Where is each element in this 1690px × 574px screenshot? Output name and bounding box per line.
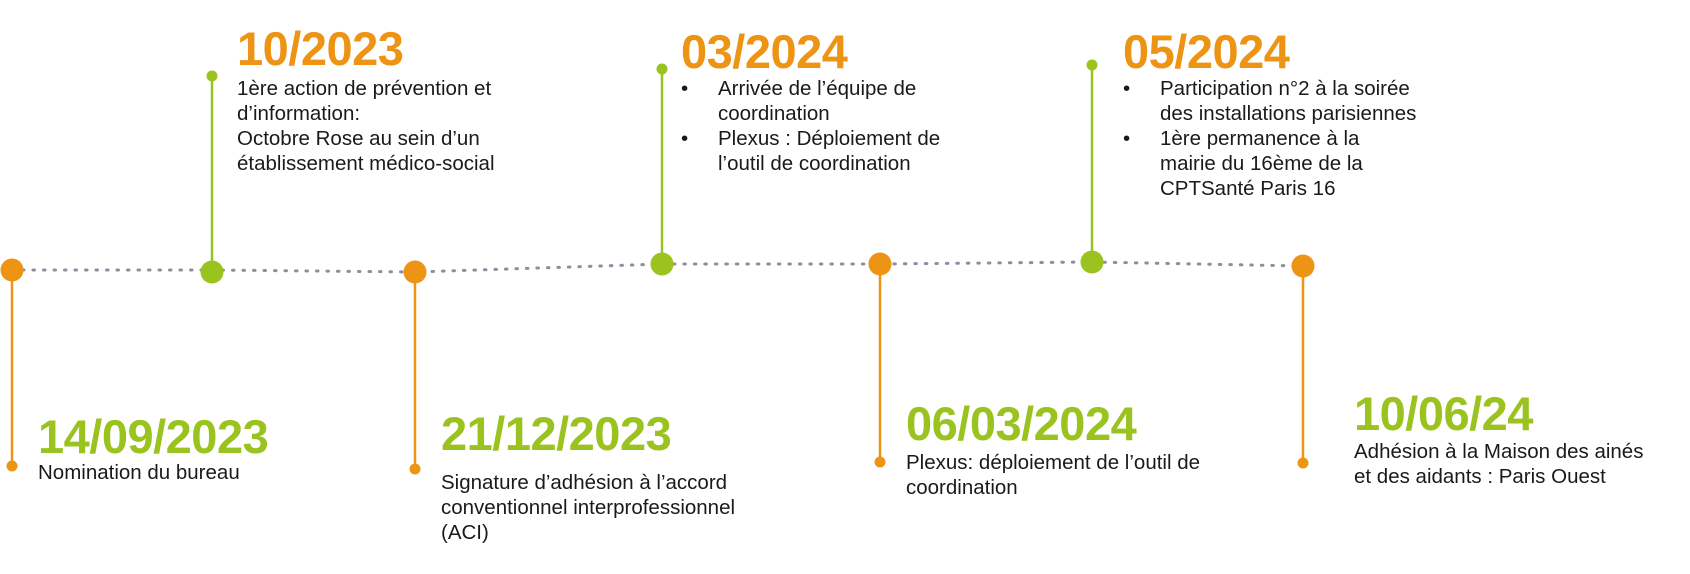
event-description: 1ère action de prévention et d’informati… — [237, 77, 495, 175]
bullet-item: 1ère permanence à la mairie du 16ème de … — [1123, 126, 1416, 201]
event-e7: 10/06/24 Adhésion à la Maison des ainés … — [1354, 390, 1643, 489]
marker-small-e7 — [1297, 457, 1309, 469]
marker-small-e4 — [656, 63, 668, 75]
marker-small-e3 — [409, 463, 421, 475]
bullet-item: Participation n°2 à la soirée des instal… — [1123, 76, 1416, 126]
marker-small-e6 — [1086, 59, 1098, 71]
marker-large-e3 — [403, 260, 427, 284]
milestone-e2 — [200, 70, 224, 284]
event-date: 10/06/24 — [1354, 387, 1533, 440]
event-e4: 03/2024 Arrivée de l’équipe de coordinat… — [681, 28, 940, 176]
milestone-e3 — [403, 260, 427, 475]
marker-large-e6 — [1080, 250, 1104, 274]
event-bullet-list: Participation n°2 à la soirée des instal… — [1123, 76, 1416, 201]
event-e3: 21/12/2023 Signature d’adhésion à l’acco… — [441, 410, 735, 545]
bullet-item: Arrivée de l’équipe de coordination — [681, 76, 940, 126]
marker-large-e7 — [1291, 254, 1315, 278]
event-e6: 05/2024 Participation n°2 à la soirée de… — [1123, 28, 1416, 201]
marker-large-e4 — [650, 252, 674, 276]
event-description: Adhésion à la Maison des ainés et des ai… — [1354, 440, 1644, 488]
milestone-e6 — [1080, 59, 1104, 274]
event-e5: 06/03/2024 Plexus: déploiement de l’outi… — [906, 400, 1200, 500]
marker-large-e2 — [200, 260, 224, 284]
event-date: 05/2024 — [1123, 25, 1290, 78]
event-date: 21/12/2023 — [441, 407, 672, 460]
milestone-e1 — [0, 258, 24, 472]
event-date: 10/2023 — [237, 22, 404, 75]
marker-small-e1 — [6, 460, 18, 472]
milestone-e5 — [868, 252, 892, 468]
bullet-item: Plexus : Déploiement de l’outil de coord… — [681, 126, 940, 176]
marker-small-e5 — [874, 456, 886, 468]
event-description: Signature d’adhésion à l’accord conventi… — [441, 471, 736, 544]
milestone-e4 — [650, 63, 674, 276]
event-bullet-list: Arrivée de l’équipe de coordination Plex… — [681, 76, 940, 176]
event-date: 03/2024 — [681, 25, 848, 78]
event-description: Plexus: déploiement de l’outil de coordi… — [906, 451, 1201, 499]
event-e1: 14/09/2023 Nomination du bureau — [38, 410, 269, 485]
event-description: Nomination du bureau — [38, 461, 240, 484]
event-date: 14/09/2023 — [38, 410, 269, 463]
milestone-e7 — [1291, 254, 1315, 469]
event-e2: 10/2023 1ère action de prévention et d’i… — [237, 25, 495, 176]
marker-large-e1 — [0, 258, 24, 282]
marker-small-e2 — [206, 70, 218, 82]
event-date: 06/03/2024 — [906, 397, 1137, 450]
marker-large-e5 — [868, 252, 892, 276]
